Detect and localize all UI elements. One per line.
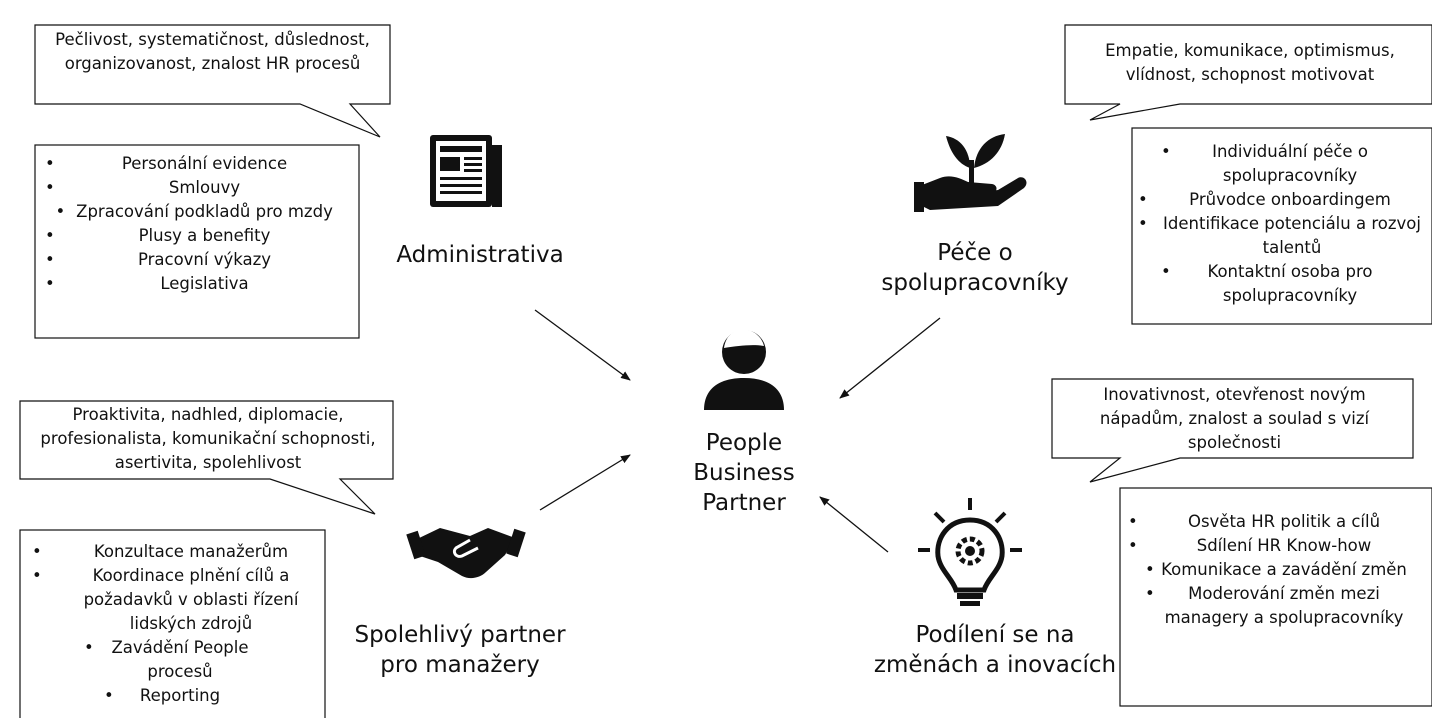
list-item: Koordinace plnění cílů a požadavků v obl… <box>24 564 322 636</box>
label-pece: Péče o spolupracovníky <box>840 238 1110 298</box>
list-item: Personální evidence <box>45 152 350 176</box>
list-item: Zpracování podkladů pro mzdy <box>56 200 340 224</box>
list-item: Reporting <box>96 684 250 708</box>
label-line: spolupracovníky <box>881 270 1069 296</box>
callout-administrativa: Pečlivost, systematičnost, důslednost, o… <box>55 30 370 73</box>
list-item: Komunikace a zavádění změn <box>1145 558 1409 582</box>
label-partner: Spolehlivý partner pro manažery <box>325 620 595 680</box>
list-item: Kontaktní osoba pro spolupracovníky <box>1161 260 1405 308</box>
list-item: Pracovní výkazy <box>45 248 350 272</box>
items-zmeny: Osvěta HR politik a cílů Sdílení HR Know… <box>1128 510 1426 630</box>
plant-in-hand-icon <box>914 134 1027 212</box>
callout-partner-shape <box>19 400 394 515</box>
arrow-zmeny <box>819 496 889 553</box>
list-item: Identifikace potenciálu a rozvoj talentů <box>1138 212 1432 260</box>
list-item: Plusy a benefity <box>45 224 350 248</box>
arrow-pece <box>839 317 941 399</box>
callout-zmeny: Inovativnost, otevřenost novým nápadům, … <box>1099 385 1370 452</box>
label-line: Spolehlivý partner <box>354 622 566 648</box>
center-title: People Business Partner <box>664 428 824 518</box>
items-pece: Individuální péče o spolupracovníky Prův… <box>1138 140 1428 308</box>
label-line: pro manažery <box>380 652 540 678</box>
label-line: Péče o <box>937 240 1013 266</box>
callout-pece: Empatie, komunikace, optimismus, vlídnos… <box>1105 41 1395 84</box>
label-zmeny: Podílení se na změnách a inovacích <box>860 620 1130 680</box>
list-item: Sdílení HR Know-how <box>1128 534 1426 558</box>
callout-zmeny-shape <box>1051 378 1414 483</box>
newspaper-icon <box>430 135 502 207</box>
person-icon <box>704 329 784 410</box>
center-title-line: Business <box>693 460 795 486</box>
handshake-icon <box>406 528 526 579</box>
label-line: Podílení se na <box>915 622 1075 648</box>
callout-pece-shape <box>1064 24 1432 121</box>
items-administrativa: Personální evidence Smlouvy Zpracování p… <box>45 152 350 296</box>
list-item: Moderování změn mezi managery a spolupra… <box>1145 582 1409 630</box>
list-item: Zavádění People procesů <box>76 636 270 684</box>
list-item: Průvodce onboardingem <box>1138 188 1428 212</box>
callout-partner: Proaktivita, nadhled, diplomacie, profes… <box>40 405 376 472</box>
list-item: Konzultace manažerům <box>24 540 322 564</box>
list-item: Smlouvy <box>45 176 350 200</box>
lightbulb-gear-icon <box>918 498 1022 606</box>
center-title-line: People <box>705 430 783 456</box>
arrow-partner <box>539 454 631 511</box>
items-partner: Konzultace manažerům Koordinace plnění c… <box>24 540 322 708</box>
label-line: změnách a inovacích <box>873 652 1117 678</box>
callout-administrativa-shape <box>34 24 391 138</box>
list-item: Individuální péče o spolupracovníky <box>1161 140 1405 188</box>
arrow-administrativa <box>534 309 631 381</box>
center-title-line: Partner <box>702 490 786 516</box>
label-administrativa: Administrativa <box>396 242 564 268</box>
list-item: Osvěta HR politik a cílů <box>1128 510 1426 534</box>
list-item: Legislativa <box>45 272 350 296</box>
